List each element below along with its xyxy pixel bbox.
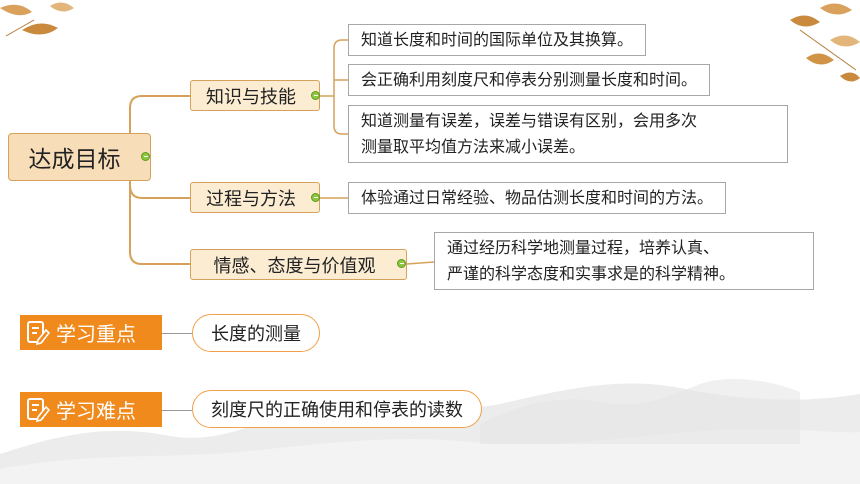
pencil-note-icon [27, 397, 50, 422]
leaf-text-line: 严谨的科学态度和实事求是的科学精神。 [447, 264, 736, 283]
root-label: 达成目标 [28, 147, 121, 173]
branch-process-methods[interactable]: 过程与方法 [190, 182, 320, 213]
leaf-node[interactable]: 会正确利用刻度尺和停表分别测量长度和时间。 [348, 64, 711, 96]
collapse-toggle-icon[interactable] [311, 193, 320, 202]
leaf-text: 知道长度和时间的国际单位及其换算。 [361, 30, 634, 49]
branch-knowledge-skills[interactable]: 知识与技能 [190, 80, 320, 111]
leaf-node[interactable]: 通过经历科学地测量过程，培养认真、 严谨的科学态度和实事求是的科学精神。 [434, 232, 814, 290]
leaf-text: 体验通过日常经验、物品估测长度和时间的方法。 [361, 188, 714, 207]
leaf-decoration-icon [790, 3, 860, 82]
leaf-text-line: 通过经历科学地测量过程，培养认真、 [447, 238, 720, 257]
branch-emotion-attitude-values[interactable]: 情感、态度与价值观 [190, 249, 407, 280]
connector-line [162, 410, 192, 411]
branch-label: 过程与方法 [206, 188, 296, 210]
difficult-points-badge: 学习难点 [20, 392, 162, 427]
key-points-content: 长度的测量 [192, 314, 320, 352]
difficult-points-label: 学习难点 [56, 399, 136, 423]
leaf-decoration-icon [0, 2, 74, 37]
collapse-toggle-icon[interactable] [141, 152, 150, 161]
collapse-toggle-icon[interactable] [311, 91, 320, 100]
leaf-text-line: 测量取平均值方法来减小误差。 [361, 137, 586, 156]
branch-label: 知识与技能 [206, 86, 296, 108]
root-node[interactable]: 达成目标 [8, 133, 151, 181]
leaf-node[interactable]: 知道测量有误差，误差与错误有区别，会用多次 测量取平均值方法来减小误差。 [348, 105, 788, 163]
difficult-points-text: 刻度尺的正确使用和停表的读数 [211, 400, 463, 421]
key-points-label: 学习重点 [56, 322, 136, 346]
collapse-toggle-icon[interactable] [397, 259, 406, 268]
leaf-node[interactable]: 知道长度和时间的国际单位及其换算。 [348, 24, 647, 56]
difficult-points-content: 刻度尺的正确使用和停表的读数 [192, 390, 482, 428]
connector-line [162, 333, 192, 334]
leaf-text: 会正确利用刻度尺和停表分别测量长度和时间。 [361, 70, 698, 89]
pencil-note-icon [27, 320, 50, 345]
leaf-text-line: 知道测量有误差，误差与错误有区别，会用多次 [361, 111, 698, 130]
leaf-node[interactable]: 体验通过日常经验、物品估测长度和时间的方法。 [348, 182, 727, 214]
key-points-badge: 学习重点 [20, 315, 162, 350]
branch-label: 情感、态度与价值观 [213, 255, 376, 277]
key-points-text: 长度的测量 [211, 324, 301, 345]
mountain-background [0, 378, 860, 484]
